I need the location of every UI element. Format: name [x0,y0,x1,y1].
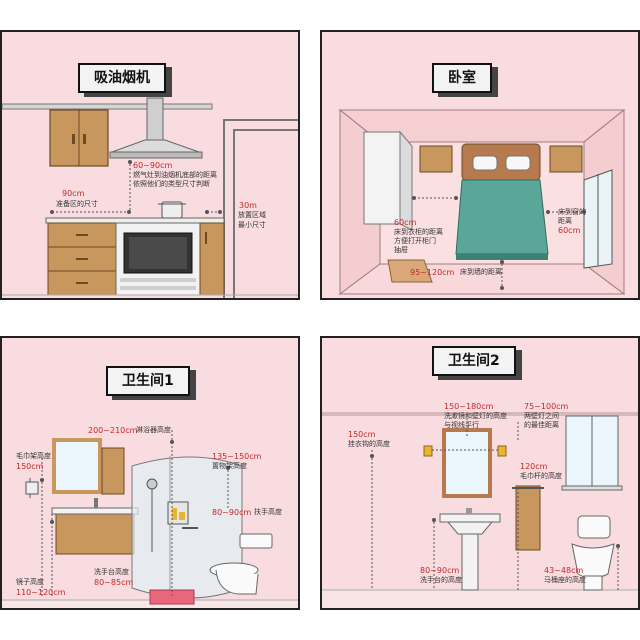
basin-height-value: 80~90cm [420,566,460,575]
window-distance-value: 60cm [558,226,581,235]
place-note-2: 最小尺寸 [238,221,266,229]
bathroom2-illustration [322,412,638,608]
hook-height-note: 挂衣钩的高度 [348,440,390,448]
towel-rail-note: 毛巾杆的高度 [520,472,562,480]
place-size-value: 30m [239,201,257,210]
toilet-height-value: 43~48cm [544,566,584,575]
wardrobe-distance-value: 60cm [394,218,417,227]
hood-height-value: 60~90cm [133,161,173,170]
shower-height-value: 200~210cm [88,426,138,435]
mirror-note-2: 与视线平行 [444,421,479,429]
hood-note-1: 燃气灶到油烟机底部的距离 [133,171,217,179]
lamp-distance-value: 75~100cm [524,402,569,411]
basin-height-note: 洗手台高度 [94,568,129,576]
mirror-height-value: 110~120cm [16,588,66,597]
bathroom1-panel: 卫生间1 200~210cm 淋浴器高度 毛巾架高度 150cm 135~150… [0,336,300,610]
wall-distance-note: 床到墙的距离 [460,268,502,276]
mirror-note-1: 洗漱镜和壁灯的高度 [444,412,507,420]
kitchen-illustration [2,97,298,298]
towel-height-label: 毛巾架高度 [16,452,51,460]
bathroom2-panel: 卫生间2 150cm 挂衣钩的高度 150~180cm 洗漱镜和壁灯的高度 与视… [320,336,640,610]
bedroom-illustration [338,108,626,295]
bedroom-title: 卧室 [432,63,492,93]
bathroom2-title: 卫生间2 [432,346,516,376]
kitchen-title: 吸油烟机 [78,63,166,93]
window-note-1: 床到窗的 [558,208,586,216]
shower-height-note: 淋浴器高度 [136,426,171,434]
toilet-height-note: 马桶座的高度 [544,576,586,584]
bathroom1-title: 卫生间1 [106,366,190,396]
wardrobe-note-3: 抽屉 [394,246,408,254]
bedroom-panel: 卧室 60cm 床到衣柜的距离 方便打开柜门 抽屉 床到窗的 距离 60cm 9… [320,30,640,300]
hood-note-2: 依照他们的类型尺寸判断 [133,180,210,188]
towel-rail-height-value: 120cm [520,462,548,471]
handrail-height-value: 80~90cm [212,508,252,517]
hook-height-value: 150cm [348,430,376,439]
lamp-note-1: 两壁灯之间 [524,412,559,420]
shelf-height-note: 置物架高度 [212,462,247,470]
prep-width-value: 90cm [62,189,85,198]
basin-height-note: 洗手台的高度 [420,576,462,584]
handrail-height-note: 扶手高度 [254,508,282,516]
bathroom1-illustration [2,430,298,608]
towel-height-value: 150cm [16,462,44,471]
wardrobe-note-2: 方便打开柜门 [394,237,436,245]
basin-height-value: 80~85cm [94,578,134,587]
kitchen-panel: 吸油烟机 60~90cm 燃气灶到油烟机底部的距离 依照他们的类型尺寸判断 90… [0,30,300,300]
wall-distance-value: 95~120cm [410,268,455,277]
mirror-height-note: 镜子高度 [16,578,44,586]
shelf-height-value: 135~150cm [212,452,262,461]
prep-width-note: 准备区的尺寸 [56,200,98,208]
wardrobe-note-1: 床到衣柜的距离 [394,228,443,236]
place-note-1: 放置区域 [238,211,266,219]
mirror-height-value: 150~180cm [444,402,494,411]
window-note-2: 距离 [558,217,572,225]
lamp-note-2: 的最佳距离 [524,421,559,429]
